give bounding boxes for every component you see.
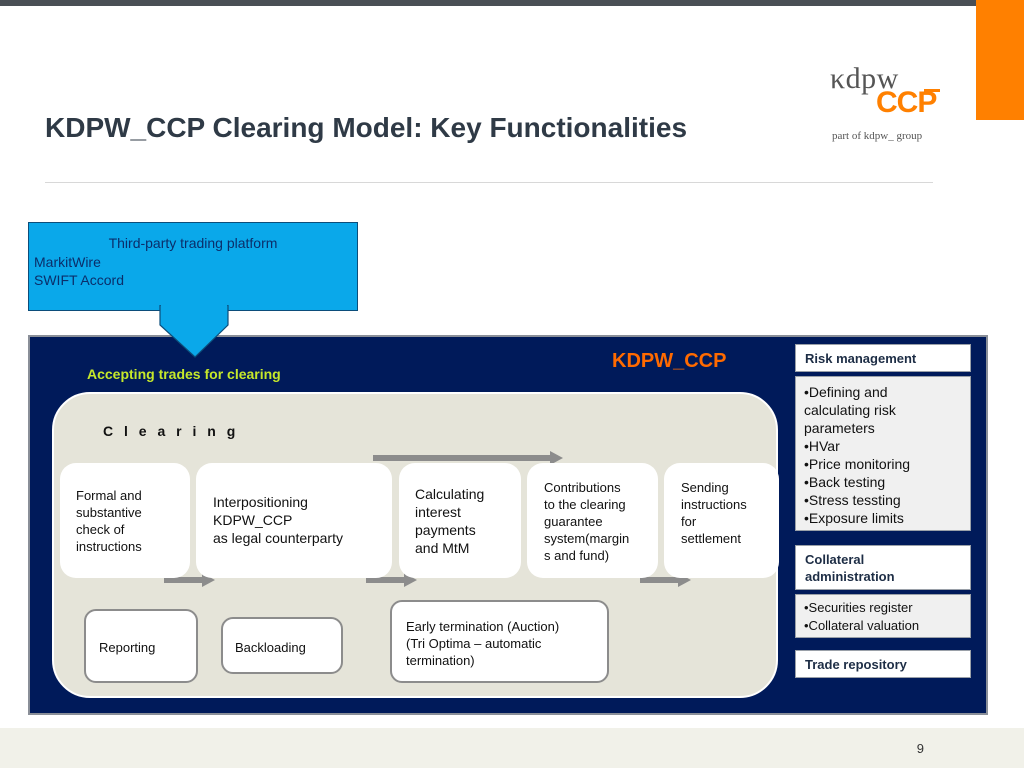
logo-part-of-text: part of kdpw_ group — [832, 130, 923, 142]
step-line: to the clearing — [544, 497, 626, 512]
trade-repository-header: Trade repository — [795, 650, 971, 678]
risk-item: calculating risk — [804, 402, 896, 418]
step-line: payments — [415, 522, 476, 538]
step-line: as legal counterparty — [213, 530, 343, 546]
logo-underscore-bar — [924, 89, 940, 92]
logo-kdpw-text: κdpw — [830, 62, 899, 95]
platform-item: MarkitWire — [34, 254, 101, 270]
risk-item: •Exposure limits — [804, 510, 904, 526]
step-line: KDPW_CCP — [213, 512, 293, 528]
step-line: guarantee — [544, 514, 603, 529]
risk-item: •Defining and — [804, 384, 888, 400]
risk-management-list: •Defining and calculating risk parameter… — [795, 376, 971, 531]
collateral-list: •Securities register •Collateral valuati… — [795, 594, 971, 638]
title-divider — [45, 182, 933, 183]
step-sending-instructions: Sending instructions for settlement — [664, 463, 779, 578]
footer-bar — [0, 728, 1024, 768]
step-line: Formal and — [76, 488, 142, 503]
step-line: Contributions — [544, 480, 621, 495]
step-line: Calculating — [415, 486, 485, 502]
step-line: settlement — [681, 531, 741, 546]
early-termination-box: Early termination (Auction) (Tri Optima … — [390, 600, 609, 683]
step-line: Interpositioning — [213, 494, 308, 510]
collateral-item: •Collateral valuation — [804, 618, 920, 633]
slide-title: KDPW_CCP Clearing Model: Key Functionali… — [45, 112, 688, 143]
step-line: and MtM — [415, 540, 470, 556]
orange-accent-tab — [976, 0, 1024, 120]
step-line: instructions — [681, 497, 747, 512]
top-bar — [0, 0, 976, 6]
risk-item: •Price monitoring — [804, 456, 911, 472]
step-line: s and fund) — [544, 548, 610, 563]
risk-management-title: Risk management — [805, 351, 917, 366]
step-line: Sending — [681, 480, 729, 495]
platform-item: SWIFT Accord — [34, 272, 124, 288]
risk-management-header: Risk management — [795, 344, 971, 372]
trading-platform-box: Third-party trading platform MarkitWire … — [28, 222, 358, 311]
early-termination-line: Early termination (Auction) — [406, 619, 560, 634]
backloading-box: Backloading — [221, 617, 343, 674]
collateral-item: •Securities register — [804, 600, 913, 615]
page-number: 9 — [916, 741, 924, 756]
early-termination-line: (Tri Optima – automatic — [406, 636, 542, 651]
step-line: for — [681, 514, 697, 529]
step-line: substantive — [76, 505, 142, 520]
logo-ccp-text: CCP — [876, 86, 937, 119]
step-formal-check: Formal and substantive check of instruct… — [60, 463, 190, 578]
platform-down-arrow — [159, 305, 229, 358]
collateral-title-line: Collateral — [805, 552, 865, 567]
step-interpositioning: Interpositioning KDPW_CCP as legal count… — [196, 463, 392, 578]
step-contributions: Contributions to the clearing guarantee … — [527, 463, 658, 578]
clearing-heading: C l e a r i n g — [103, 423, 239, 439]
trade-repository-title: Trade repository — [805, 657, 907, 672]
reporting-box: Reporting — [84, 609, 198, 683]
risk-item: •Back testing — [804, 474, 886, 490]
kdpw-ccp-label: KDPW_CCP — [612, 350, 727, 372]
backloading-label: Backloading — [235, 640, 306, 655]
platform-header: Third-party trading platform — [108, 235, 278, 251]
collateral-administration-header: Collateral administration — [795, 545, 971, 590]
early-termination-line: termination) — [406, 653, 475, 668]
risk-item: •Stress tessting — [804, 492, 901, 508]
collateral-title-line: administration — [805, 569, 895, 584]
step-interest-mtm: Calculating interest payments and MtM — [399, 463, 521, 578]
reporting-label: Reporting — [99, 640, 156, 655]
step-line: system(margin — [544, 531, 630, 546]
step-line: instructions — [76, 539, 142, 554]
risk-item: •HVar — [804, 438, 840, 454]
step-line: interest — [415, 504, 461, 520]
kdpw-ccp-logo: κdpw CCP part of kdpw_ group — [830, 62, 940, 146]
step-line: check of — [76, 522, 125, 537]
risk-item: parameters — [804, 420, 875, 436]
accepting-trades-label: Accepting trades for clearing — [87, 366, 281, 382]
